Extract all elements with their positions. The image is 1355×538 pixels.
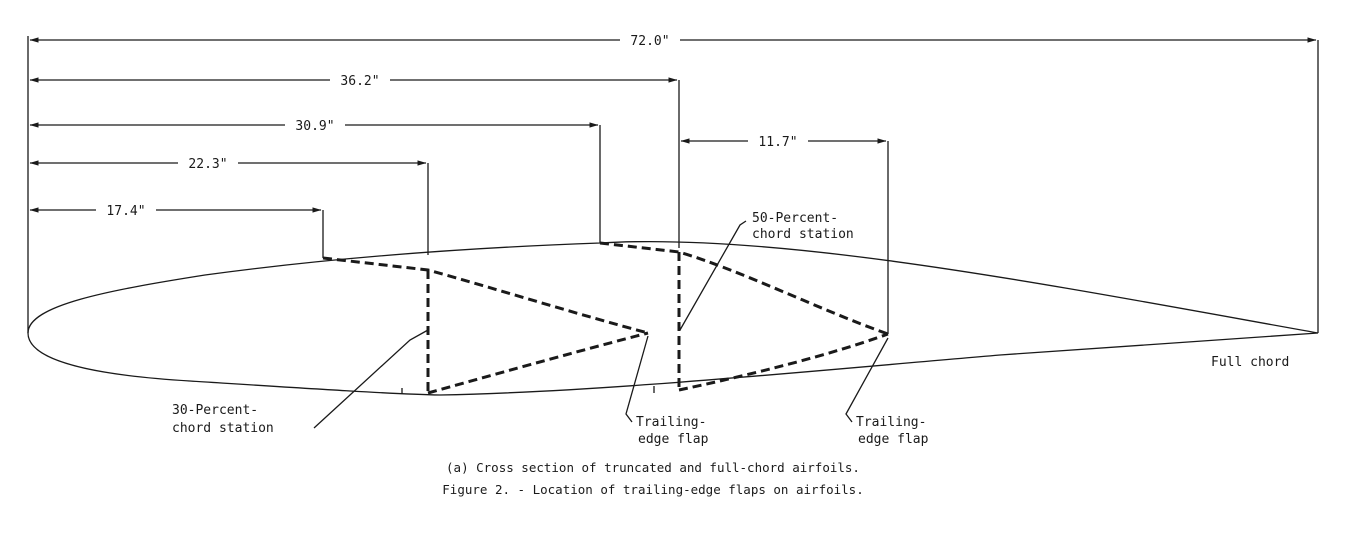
dim-label-22-3: 22.3" bbox=[188, 157, 227, 172]
label-flap-2-line1: Trailing- bbox=[856, 415, 926, 430]
dim-label-11-7: 11.7" bbox=[758, 135, 797, 150]
leader-50-percent bbox=[679, 220, 747, 331]
airfoil-outline bbox=[27, 240, 1319, 396]
label-30-percent-line2: chord station bbox=[172, 421, 274, 436]
truncated-airfoil-30-lower bbox=[427, 331, 649, 395]
dim-label-17-4-group: 17.4" bbox=[96, 202, 156, 219]
dim-label-22-3-group: 22.3" bbox=[178, 155, 238, 172]
label-50-percent-line1: 50-Percent- bbox=[752, 211, 838, 226]
dim-label-72-0: 72.0" bbox=[630, 34, 669, 49]
dim-label-36-2: 36.2" bbox=[340, 74, 379, 89]
label-30-percent-line1: 30-Percent- bbox=[172, 403, 258, 418]
truncated-airfoil-50-lower bbox=[678, 332, 889, 392]
subfigure-caption: (a) Cross section of truncated and full-… bbox=[446, 460, 860, 475]
figure-caption: Figure 2. - Location of trailing-edge fl… bbox=[442, 482, 863, 497]
label-flap-1-line1: Trailing- bbox=[636, 415, 706, 430]
leader-flap-2 bbox=[845, 337, 889, 423]
dim-label-11-7-group: 11.7" bbox=[748, 133, 808, 150]
dim-label-36-2-group: 36.2" bbox=[330, 72, 390, 89]
truncated-airfoil-30-upper bbox=[322, 256, 649, 335]
label-flap-2-line2: edge flap bbox=[858, 432, 929, 447]
dim-label-30-9-group: 30.9" bbox=[285, 117, 345, 134]
dim-label-72-0-group: 72.0" bbox=[620, 32, 680, 49]
leader-flap-1 bbox=[625, 335, 649, 423]
leader-30-percent bbox=[313, 329, 429, 429]
label-full-chord: Full chord bbox=[1211, 355, 1289, 370]
truncated-airfoil-50-upper bbox=[599, 241, 889, 336]
dim-label-30-9: 30.9" bbox=[295, 119, 334, 134]
label-flap-1-line2: edge flap bbox=[638, 432, 709, 447]
label-50-percent-line2: chord station bbox=[752, 227, 854, 242]
dim-label-17-4: 17.4" bbox=[106, 204, 145, 219]
